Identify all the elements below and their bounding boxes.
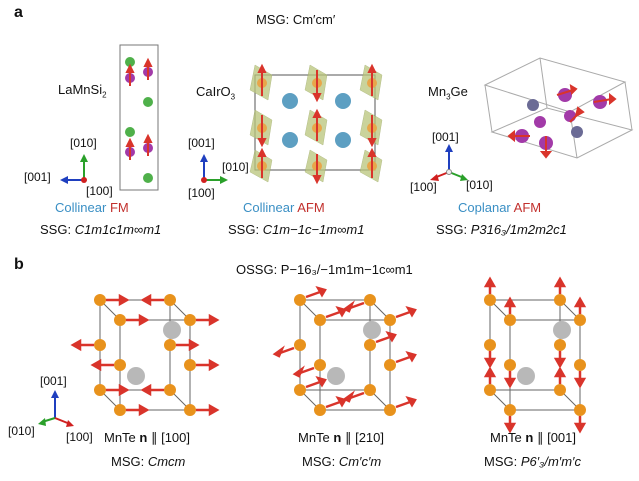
cairo3-type-b: AFM: [297, 200, 325, 215]
mnte-210-label-n: n: [333, 430, 342, 445]
mnte-210-label: MnTe n ∥ [210]: [298, 430, 384, 446]
mnte-210-msg-value: Cm′c′m: [338, 454, 382, 469]
mn3ge-axis-right: [010]: [466, 178, 493, 192]
mnte-001-label-b: ∥ [001]: [533, 430, 576, 445]
mn3ge-type-a: Coplanar: [458, 200, 511, 215]
mn3ge-axis-up: [001]: [432, 130, 459, 144]
mn3ge-name-tail: Ge: [450, 84, 468, 99]
panel-b-letter: b: [14, 256, 24, 273]
mn3ge-sub: 3: [446, 92, 451, 102]
mn3ge-name: Mn: [428, 84, 447, 99]
lamnsi2-ssg: SSG: C1m1c1m∞m1: [40, 222, 161, 237]
mnte-210-msg-prefix: MSG:: [302, 454, 339, 469]
cairo3-type-a: Collinear: [243, 200, 295, 215]
mn3ge-axis-left: [100]: [410, 180, 437, 194]
mnte-210-label-b: ∥ [210]: [341, 430, 384, 445]
panel-a-msg: MSG: Cm′cm′: [256, 12, 336, 27]
lamnsi2-ssg-prefix: SSG:: [40, 222, 75, 237]
mnte-210-msg: MSG: Cm′c′m: [302, 454, 381, 469]
cairo3-axes: [200, 154, 228, 184]
lamnsi2-type-a: Collinear: [55, 200, 107, 215]
cairo3-axis-up: [001]: [188, 136, 215, 150]
mnte-210-structure: [272, 285, 417, 416]
panel-b-axis-left: [010]: [8, 424, 35, 438]
lamnsi2-type: Collinear FM: [55, 200, 129, 215]
panel-b-axis-right: [100]: [66, 430, 93, 444]
mn3ge-ssg: SSG: P316₃/1m2m2c1: [436, 222, 567, 237]
mnte-100-label: MnTe n ∥ [100]: [104, 430, 190, 446]
cairo3-ssg-formula: C1m−1c−1m∞m1: [262, 222, 365, 237]
panel-b-axes: [38, 390, 74, 427]
cairo3-ssg: SSG: C1m−1c−1m∞m1: [228, 222, 364, 237]
cairo3-axis-down: [100]: [188, 186, 215, 200]
mnte-001-label-n: n: [525, 430, 534, 445]
mnte-001-msg-prefix: MSG:: [484, 454, 521, 469]
mnte-001-label-a: MnTe: [490, 430, 526, 445]
lamnsi2-label: LaMnSi2: [58, 82, 107, 100]
mnte-100-label-b: ∥ [100]: [147, 430, 190, 445]
panel-b-axis-up: [001]: [40, 374, 67, 388]
mn3ge-axes: [430, 144, 468, 181]
lamnsi2-axis-up: [010]: [70, 136, 97, 150]
lamnsi2-axis-left: [001]: [24, 170, 51, 184]
cairo3-structure: [249, 63, 383, 185]
mnte-210-label-a: MnTe: [298, 430, 334, 445]
cairo3-label: CaIrO3: [196, 84, 235, 102]
mnte-001-msg-value: P6′₃/m′m′c: [520, 454, 581, 469]
cairo3-ssg-prefix: SSG:: [228, 222, 263, 237]
lamnsi2-name: LaMnSi: [58, 82, 103, 97]
lamnsi2-axes: [60, 154, 88, 184]
cairo3-name: CaIrO: [196, 84, 231, 99]
mnte-100-label-n: n: [139, 430, 148, 445]
lamnsi2-type-b: FM: [109, 200, 129, 215]
mnte-100-label-a: MnTe: [104, 430, 140, 445]
mnte-100-structure: [70, 293, 220, 417]
cairo3-type: Collinear AFM: [243, 200, 325, 215]
mnte-100-msg-value: Cmcm: [147, 454, 186, 469]
panel-b-ossg: OSSG: P−16₃/−1m1m−1c∞m1: [236, 262, 413, 277]
cairo3-axis-right: [010]: [222, 160, 249, 174]
mnte-001-label: MnTe n ∥ [001]: [490, 430, 576, 446]
mn3ge-ssg-prefix: SSG:: [436, 222, 471, 237]
panel-a-letter: a: [14, 4, 23, 21]
mn3ge-ssg-formula: P316₃/1m2m2c1: [470, 222, 567, 237]
lamnsi2-axis-down: [100]: [86, 184, 113, 198]
mn3ge-atoms: [515, 88, 607, 150]
lamnsi2-ssg-formula: C1m1c1m∞m1: [74, 222, 162, 237]
mn3ge-type-b: AFM: [513, 200, 542, 215]
mn3ge-type: Coplanar AFM: [458, 200, 541, 215]
mnte-001-msg: MSG: P6′₃/m′m′c: [484, 454, 581, 469]
mnte-100-msg: MSG: Cmcm: [111, 454, 185, 469]
mn3ge-label: Mn3Ge: [428, 84, 468, 102]
lamnsi2-sub: 2: [102, 90, 107, 100]
mnte-100-msg-prefix: MSG:: [111, 454, 148, 469]
cairo3-sub: 3: [230, 92, 236, 102]
mnte-001-structure: [483, 276, 587, 434]
